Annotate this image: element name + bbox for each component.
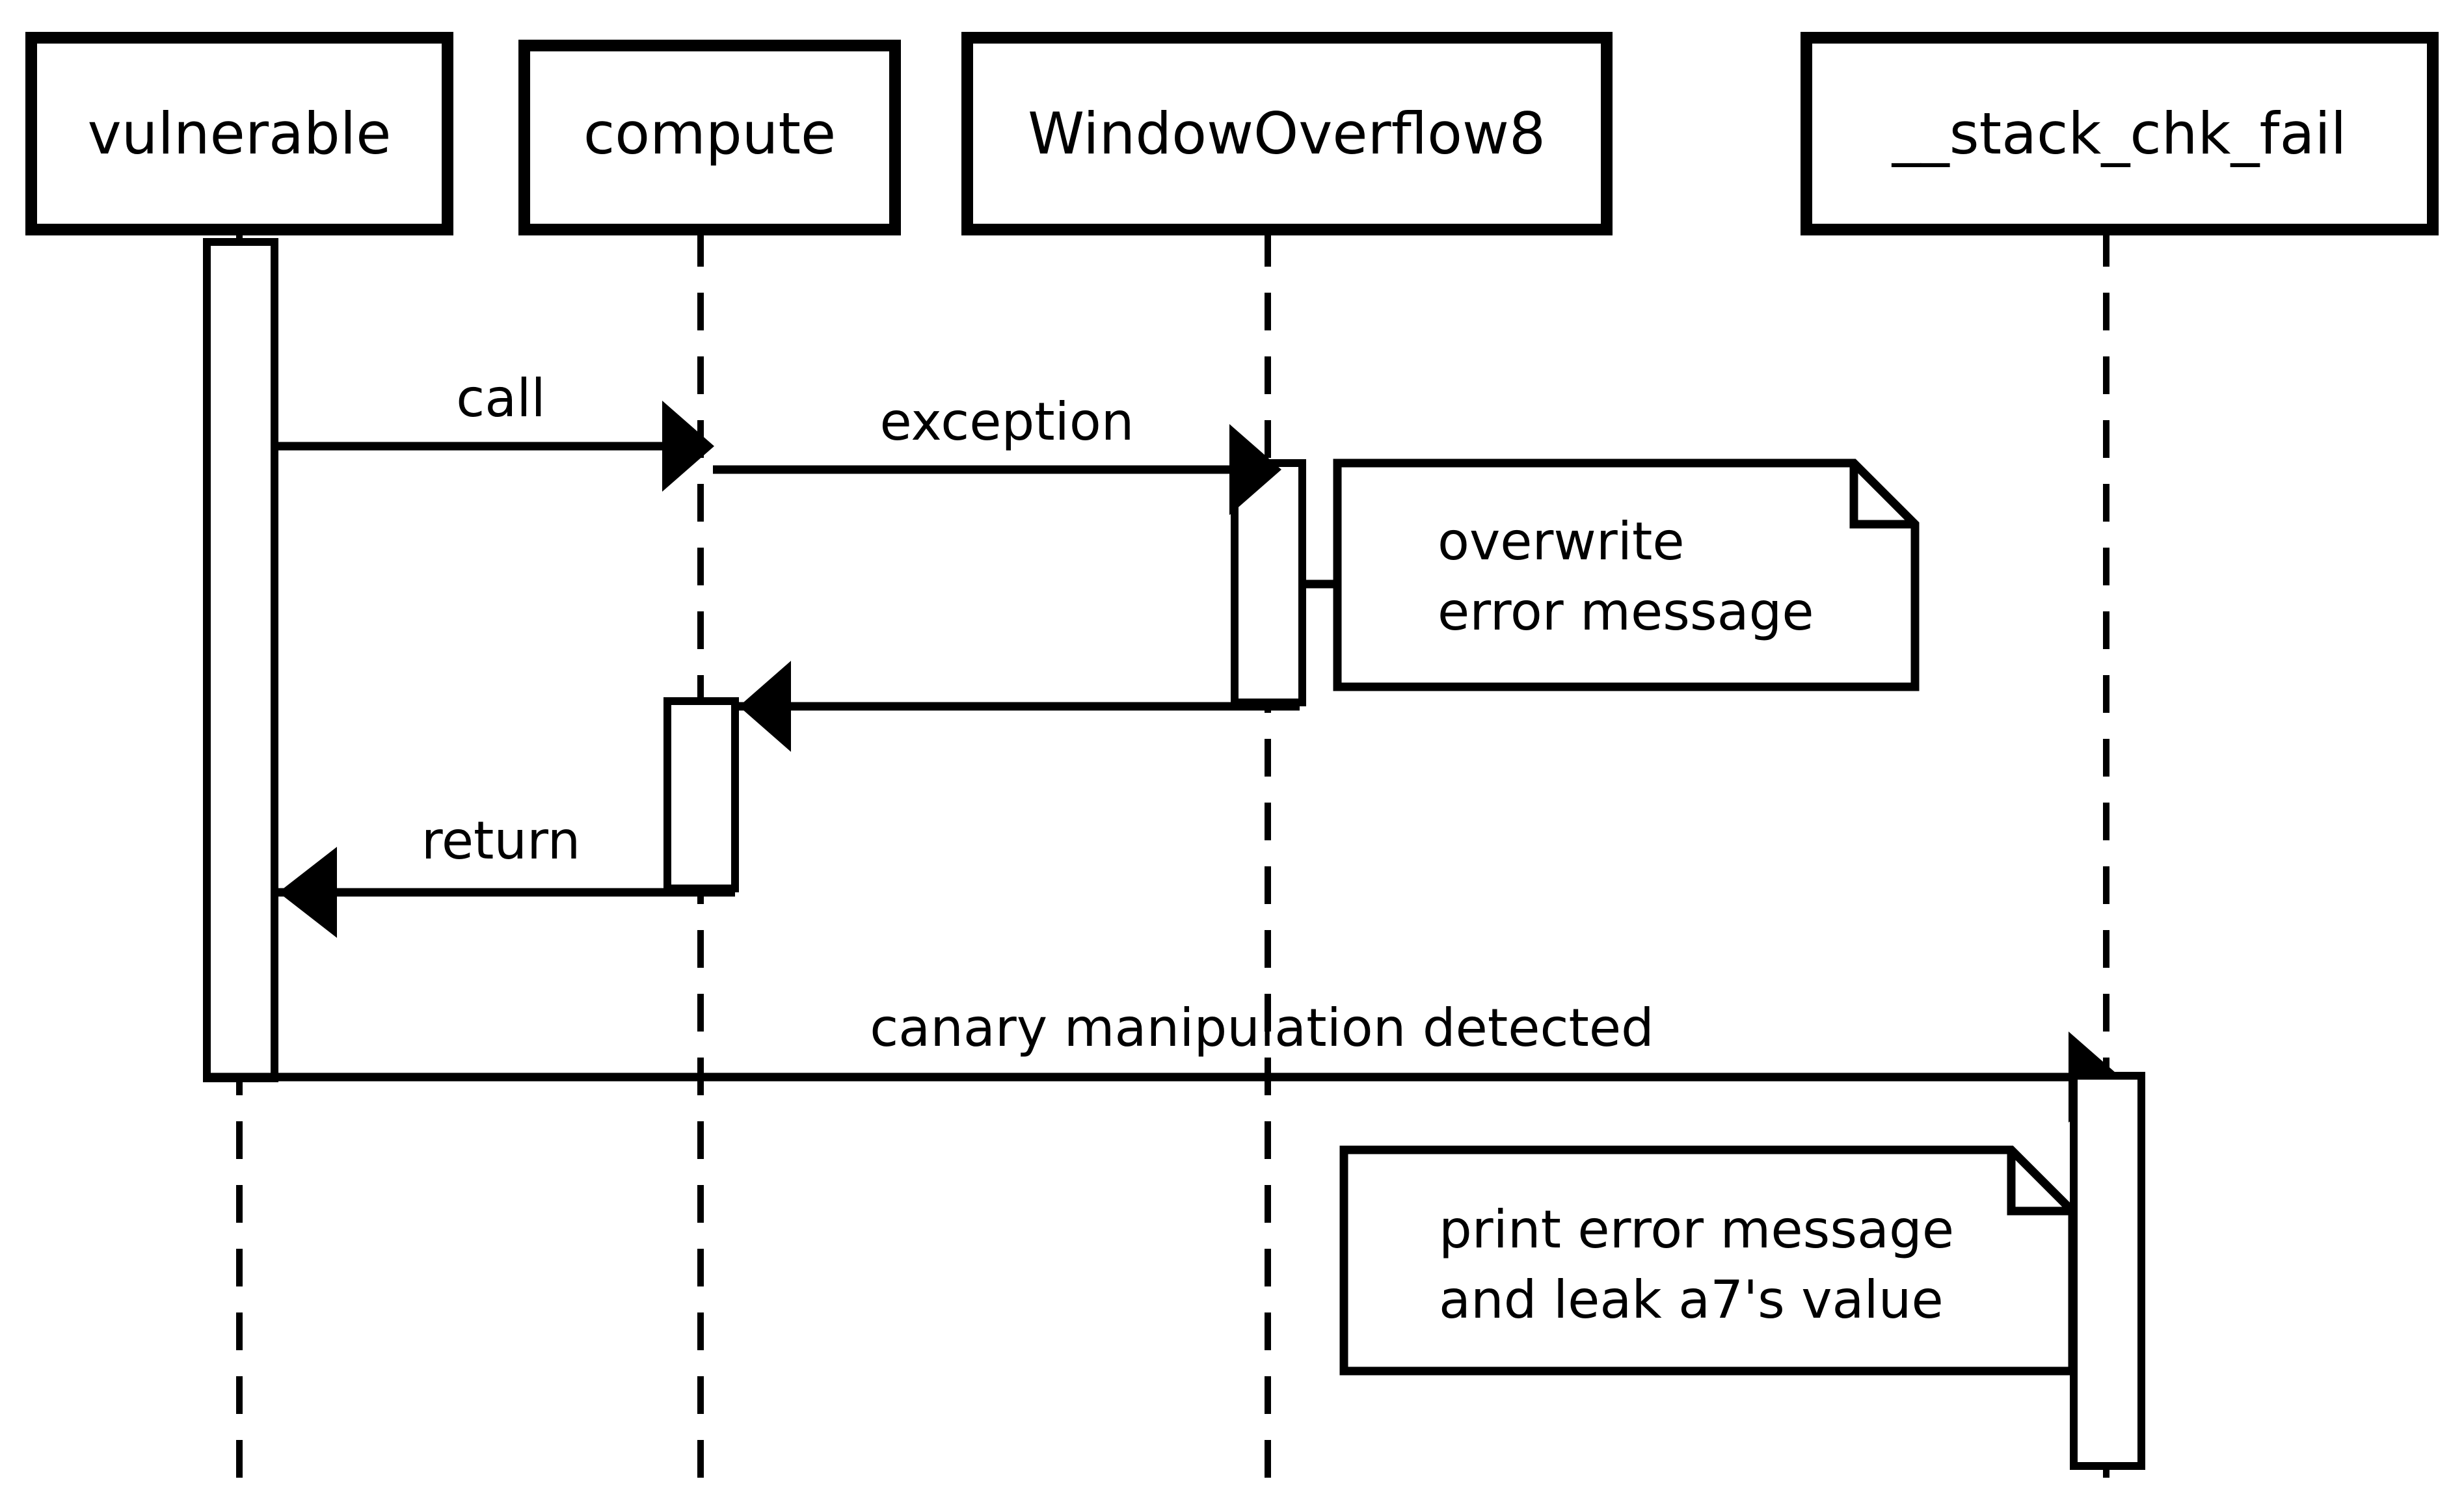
message-canary-detected[interactable]: canary manipulation detected	[207, 998, 2121, 1123]
participant-label-vulnerable: vulnerable	[88, 100, 392, 167]
message-exception-return-arrowhead	[739, 661, 791, 752]
activation-bar-stack-chk-fail-outline	[2070, 1072, 2145, 1470]
activation-bar-vulnerable	[203, 238, 278, 1082]
participant-box-windowoverflow8[interactable]	[961, 32, 1613, 235]
message-exception-label: exception	[880, 392, 1134, 452]
message-canary-detected-label: canary manipulation detected	[870, 998, 1654, 1058]
note-overwrite-error-message[interactable]: overwrite error message	[1301, 459, 1920, 691]
note-print-error-fold-icon	[2007, 1150, 2072, 1216]
activation-overlay-stack-chk-fail	[2070, 1072, 2145, 1470]
note-print-error-shape[interactable]	[1339, 1145, 2077, 1376]
participant-compute[interactable]: compute	[518, 40, 901, 235]
participant-box-vulnerable[interactable]	[25, 32, 453, 235]
message-return-label: return	[422, 810, 581, 871]
message-call[interactable]: call	[276, 368, 714, 492]
note-print-error-leak[interactable]: print error message and leak a7's value	[1339, 1145, 2077, 1376]
note-overwrite-line-1: overwrite	[1438, 511, 1685, 572]
participant-box-compute[interactable]	[518, 40, 901, 235]
participant-label-windowoverflow8: WindowOverflow8	[1028, 100, 1546, 167]
note-overwrite-line-2: error message	[1438, 581, 1814, 642]
participant-box-stack-chk-fail[interactable]	[1801, 32, 2439, 235]
note-overwrite-fold-icon	[1849, 463, 1915, 529]
message-exception[interactable]: exception	[713, 392, 1281, 515]
message-return-arrowhead	[278, 847, 337, 938]
note-print-error-line-2: and leak a7's value	[1439, 1270, 1944, 1330]
participant-label-compute: compute	[583, 100, 836, 167]
participant-windowoverflow8[interactable]: WindowOverflow8	[961, 32, 1613, 235]
message-exception-arrowhead	[1229, 424, 1281, 515]
message-call-arrowhead	[662, 401, 714, 492]
note-overwrite-shape[interactable]	[1333, 459, 1920, 691]
message-call-label: call	[456, 368, 545, 429]
message-exception-return[interactable]	[735, 661, 1300, 752]
message-return[interactable]: return	[275, 810, 735, 938]
participant-vulnerable[interactable]: vulnerable	[25, 32, 453, 235]
participant-label-stack-chk-fail: __stack_chk_fail	[1892, 100, 2347, 167]
activation-bar-compute	[663, 697, 739, 892]
participant-stack-chk-fail[interactable]: __stack_chk_fail	[1801, 32, 2439, 235]
note-print-error-line-1: print error message	[1439, 1199, 1954, 1260]
